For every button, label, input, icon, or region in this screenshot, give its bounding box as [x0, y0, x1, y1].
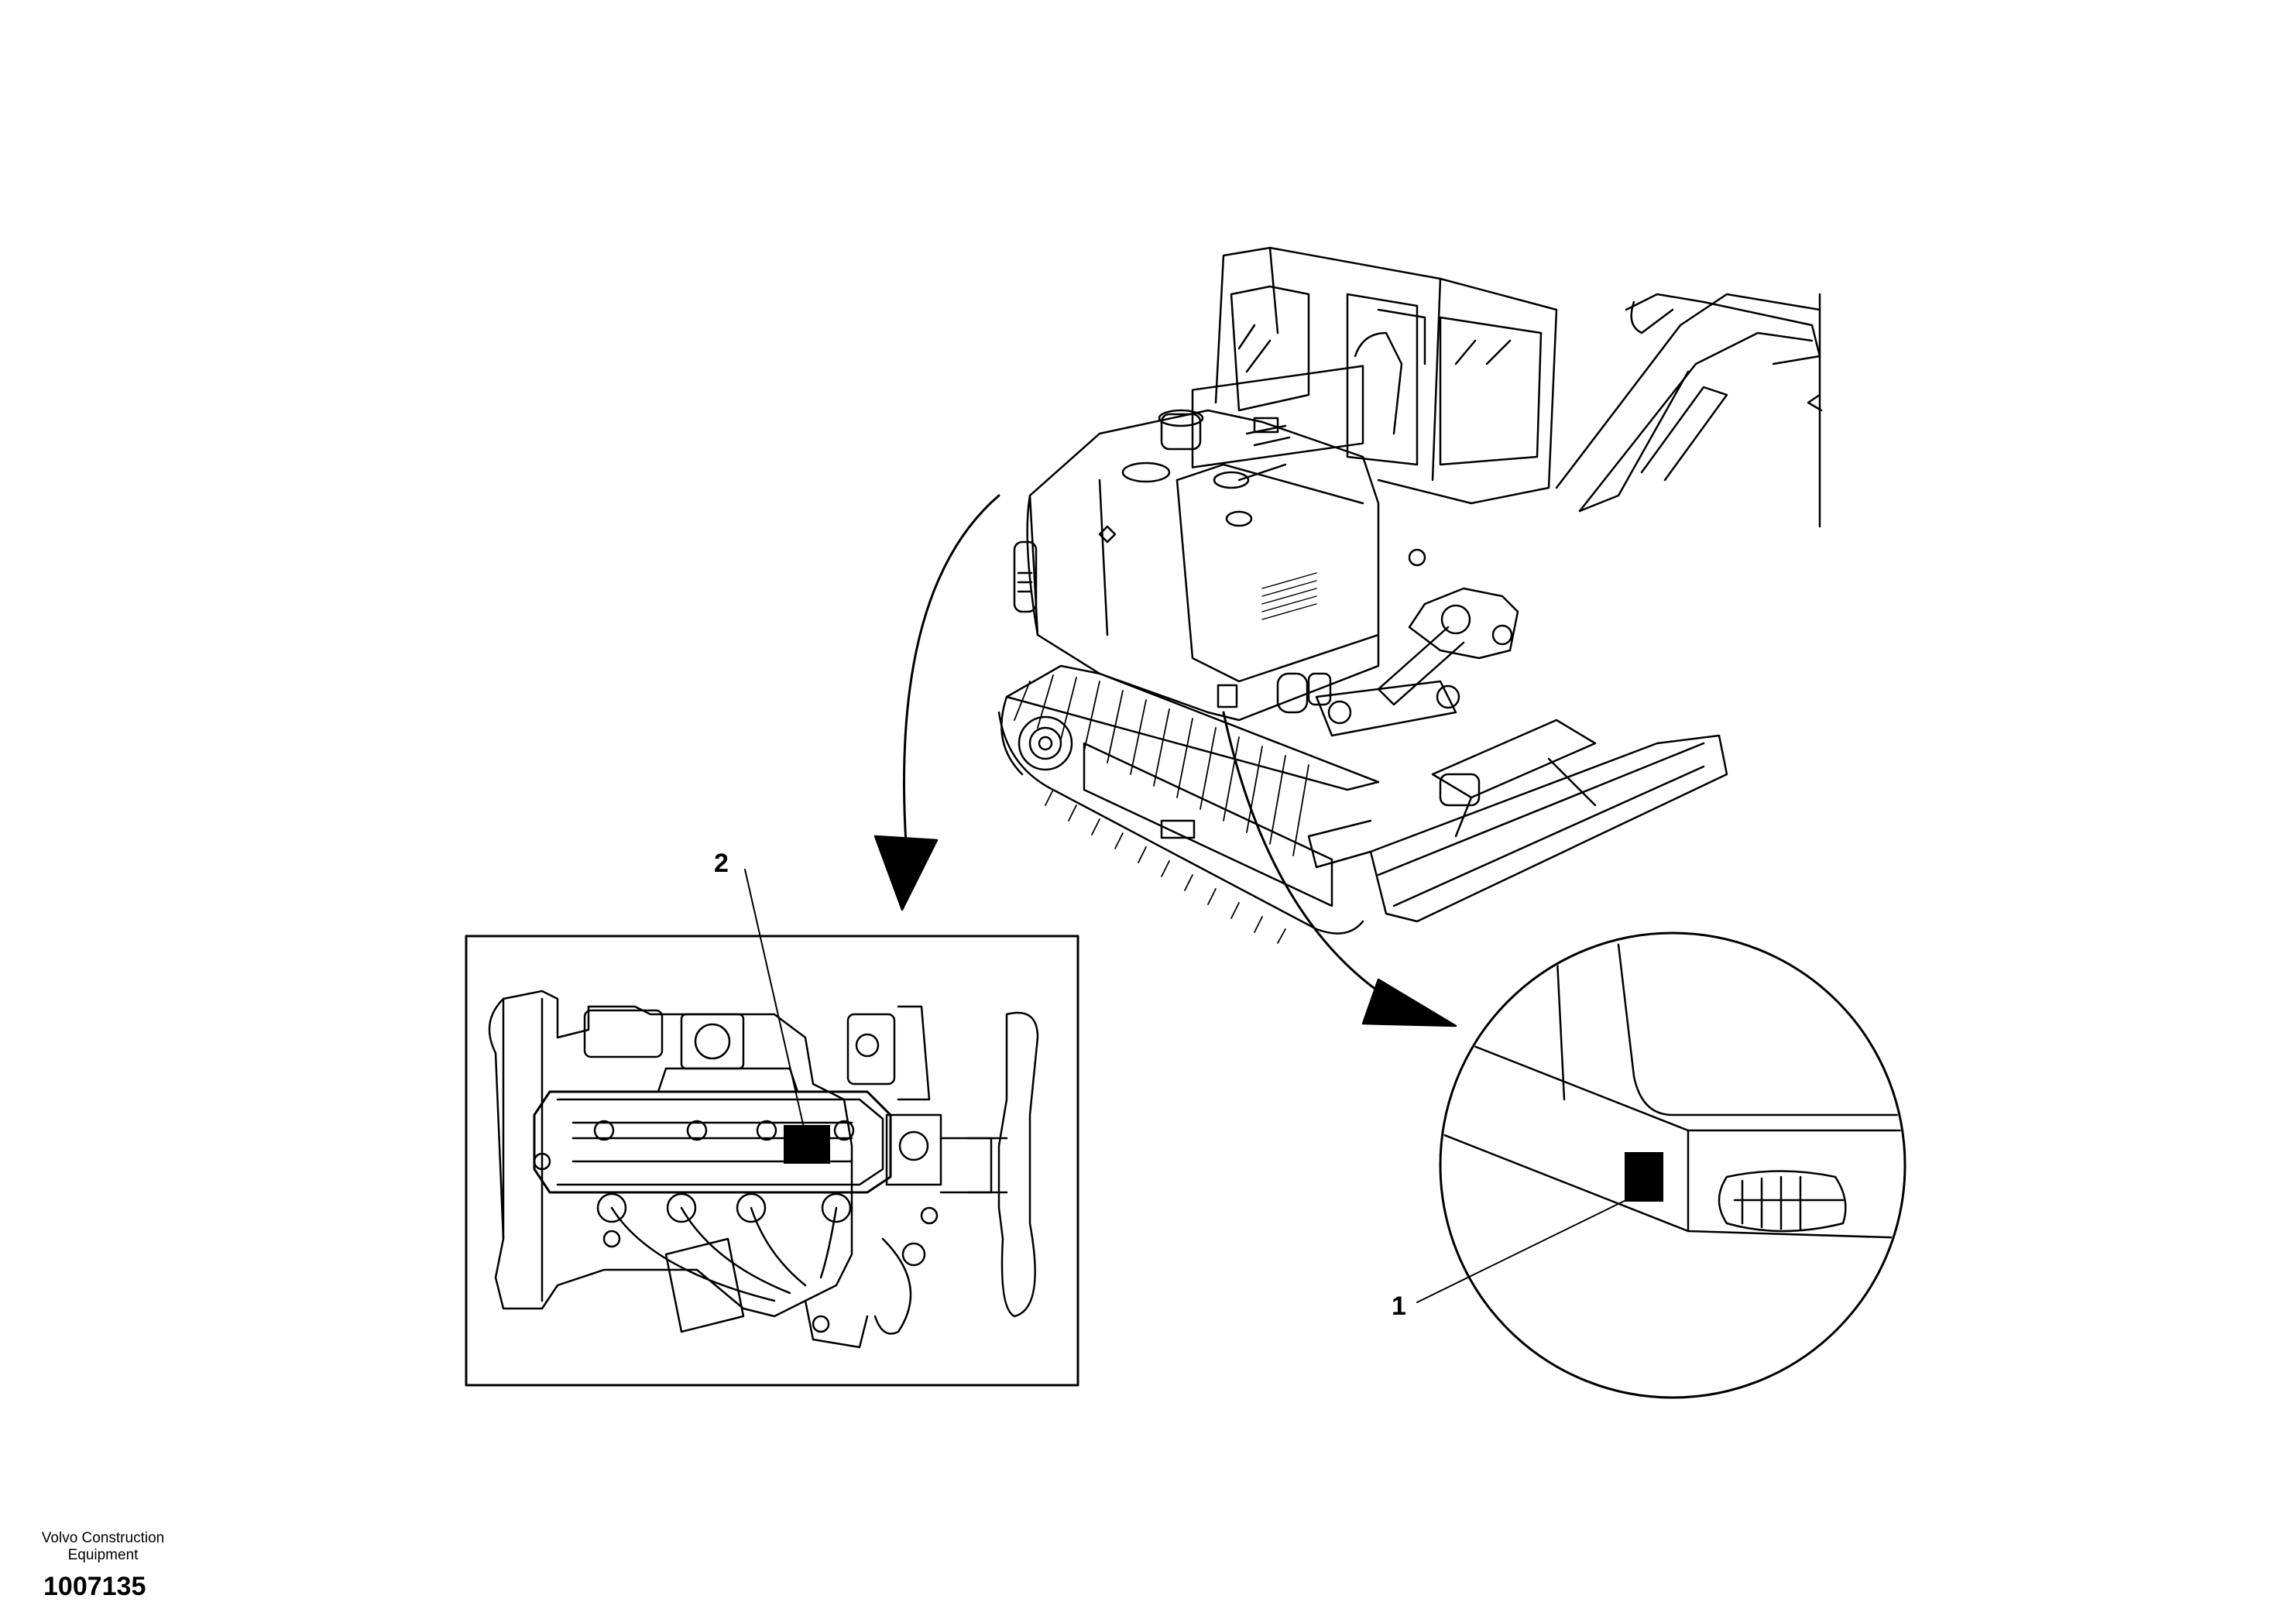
callout-label-2: 2 — [714, 849, 729, 878]
counterweight-detail-circle — [1416, 931, 1906, 1399]
excavator-illustration — [997, 246, 1823, 944]
counterweight-decal — [1625, 1152, 1663, 1202]
brand-label: Volvo Construction Equipment — [14, 1530, 192, 1564]
brand-line-2: Equipment — [67, 1547, 139, 1563]
brand-line-1: Volvo Construction — [41, 1530, 165, 1546]
engine-detail-inset — [465, 869, 1079, 1387]
callout-label-1: 1 — [1392, 1291, 1406, 1321]
pointer-arrows — [873, 494, 1457, 1027]
document-number: 1007135 — [43, 1572, 146, 1601]
